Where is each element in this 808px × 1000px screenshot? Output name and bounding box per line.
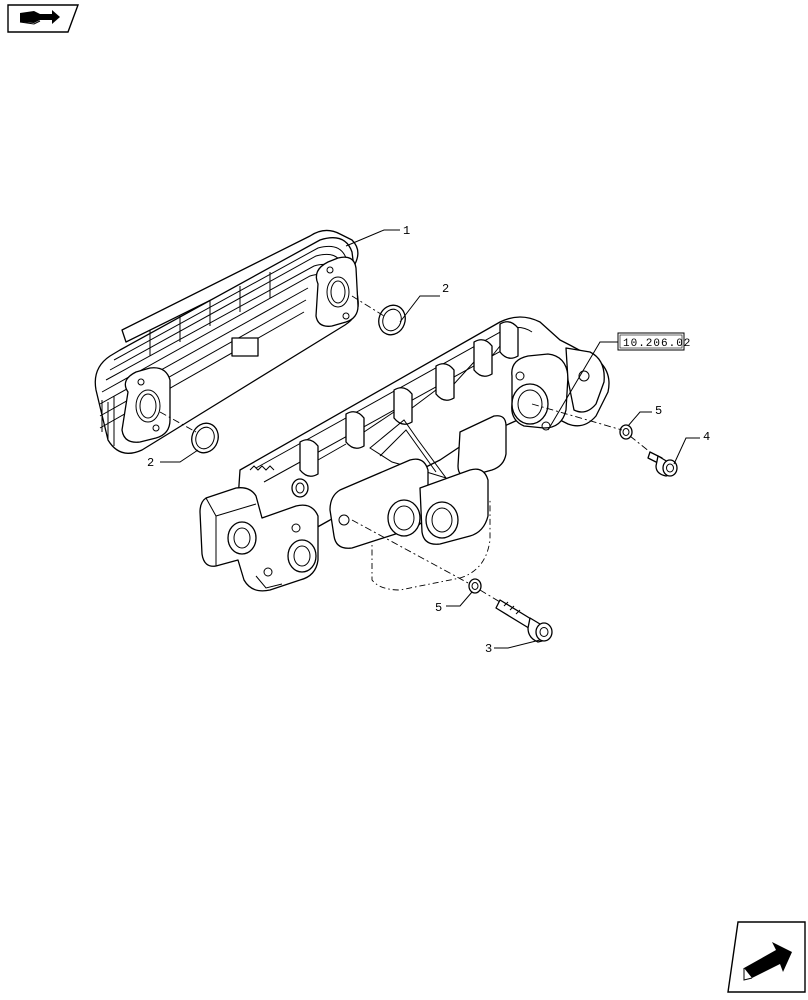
o-ring-lower xyxy=(191,422,219,454)
callout-1: 1 xyxy=(403,224,410,238)
bolt-long xyxy=(495,599,553,643)
washer-upper xyxy=(619,424,633,440)
washer-lower xyxy=(468,578,482,594)
next-arrow-icon[interactable] xyxy=(727,921,806,993)
callout-4: 4 xyxy=(703,430,710,444)
callout-2-upper: 2 xyxy=(442,282,449,296)
o-ring-upper xyxy=(378,304,406,336)
reference-box[interactable] xyxy=(617,332,685,351)
callout-2-lower: 2 xyxy=(147,456,154,470)
callout-5-upper: 5 xyxy=(655,404,662,418)
reference-label[interactable]: 10.206.02 xyxy=(623,338,691,350)
callout-3: 3 xyxy=(485,642,492,656)
bolt-short xyxy=(647,451,678,477)
callout-5-lower: 5 xyxy=(435,601,442,615)
oil-cooler-part xyxy=(94,229,359,454)
book-arrow-icon[interactable] xyxy=(7,4,80,33)
oil-cooler-housing xyxy=(199,316,610,592)
